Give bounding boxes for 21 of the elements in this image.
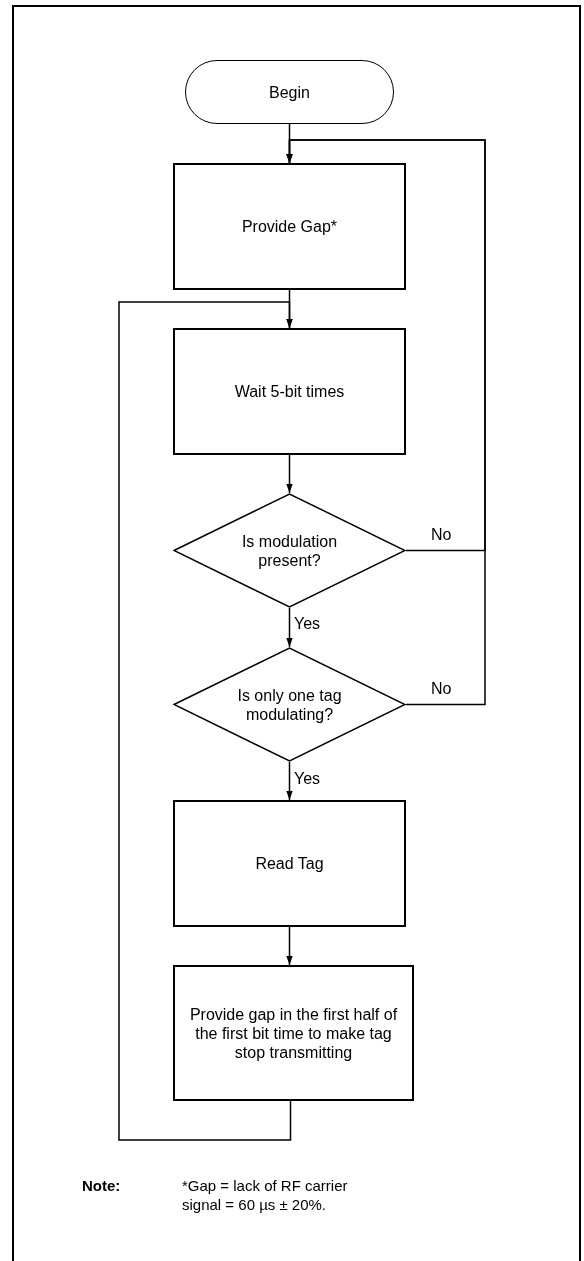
arrow xyxy=(286,454,293,494)
arrow xyxy=(286,761,293,801)
node-text: Is only one tag modulating? xyxy=(236,685,343,724)
node-text: Provide gap in the first half of the first bit time to make tag stop transmitting xyxy=(189,1004,398,1062)
node-text: Read Tag xyxy=(255,854,324,873)
arrow xyxy=(118,301,293,1141)
process-box xyxy=(173,328,406,455)
note-text: *Gap = lack of RF carrier signal = 60 µs ± 20%. xyxy=(182,1176,349,1214)
arrow xyxy=(286,926,293,966)
node-text: Provide Gap* xyxy=(241,217,338,236)
arrow xyxy=(286,607,293,648)
decision-diamond xyxy=(173,493,406,608)
decision-diamond xyxy=(173,647,406,762)
process-box xyxy=(173,965,414,1101)
node-text: Is modulation present? xyxy=(240,531,339,570)
arrow xyxy=(286,139,486,706)
process-box xyxy=(173,800,406,927)
node-text: Begin xyxy=(269,82,310,102)
process-box xyxy=(173,163,406,290)
note-heading: Note: xyxy=(82,1176,122,1195)
node-text: Wait 5-bit times xyxy=(234,382,345,401)
